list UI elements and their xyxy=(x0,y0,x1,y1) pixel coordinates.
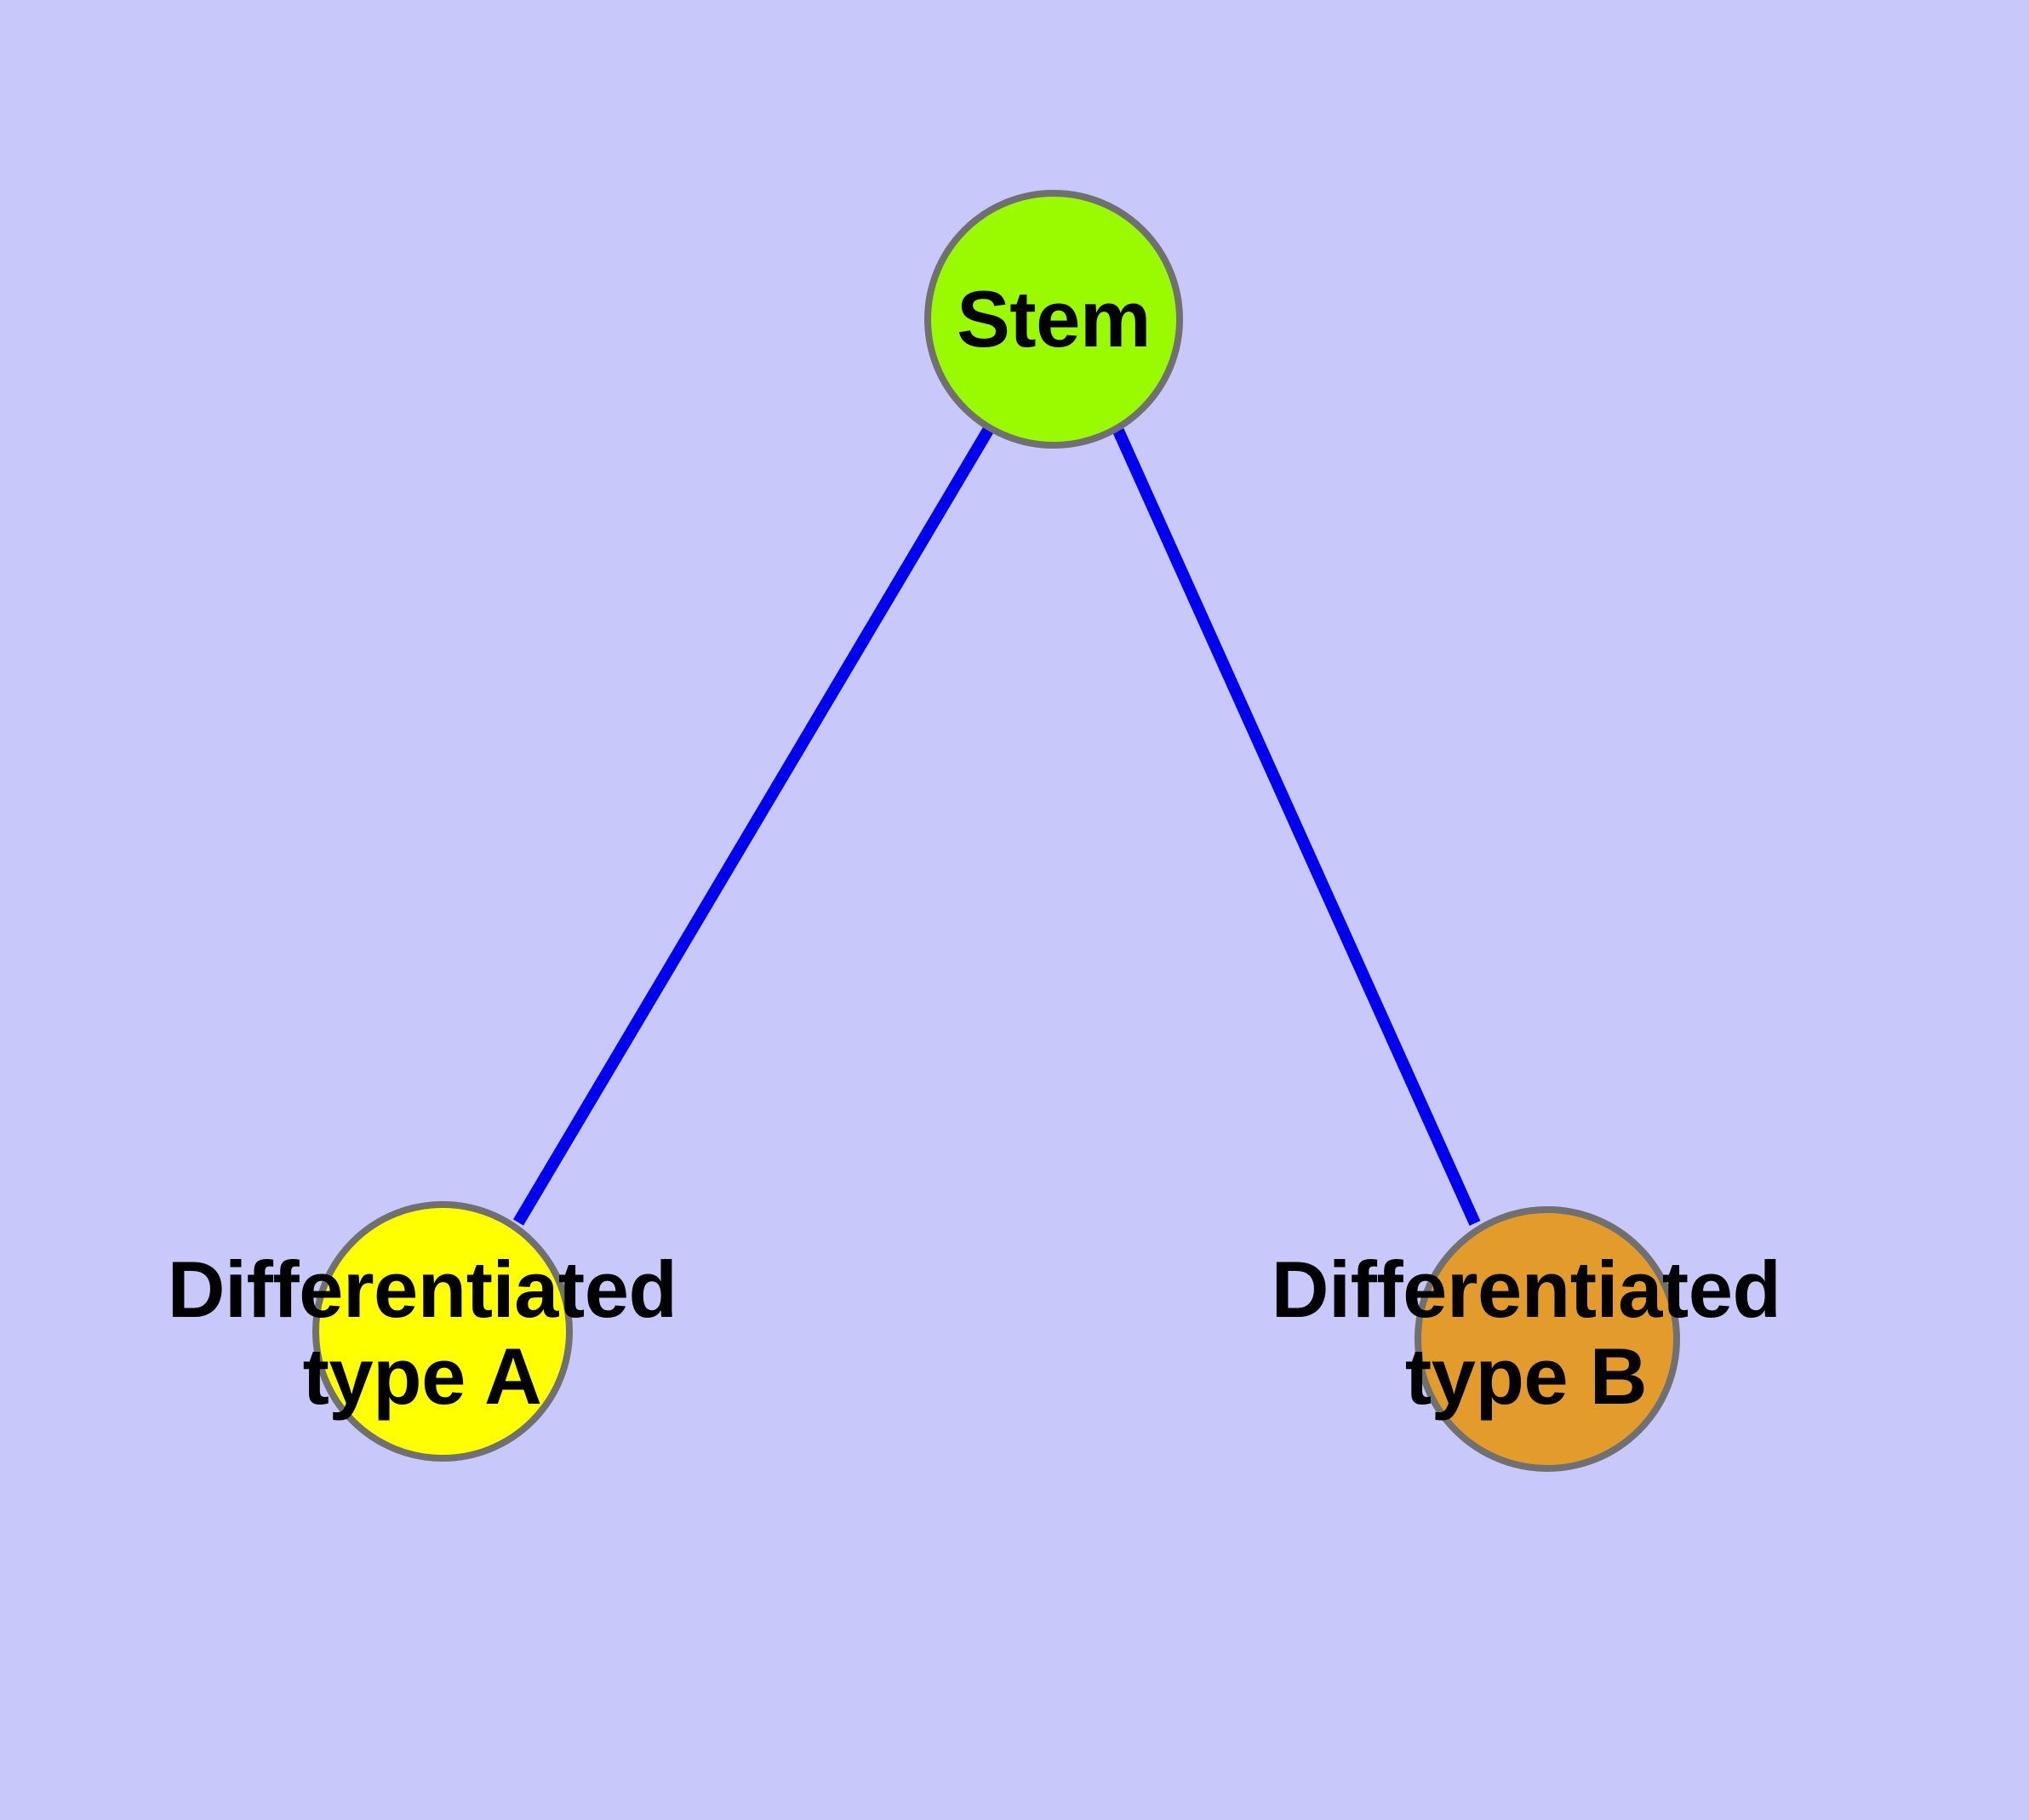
node-stem[interactable] xyxy=(924,190,1183,449)
node-differentiated-type-b[interactable] xyxy=(1415,1206,1680,1472)
node-layer xyxy=(312,190,1680,1472)
edge-stem-to-differentiated-type-a[interactable] xyxy=(512,424,996,1226)
edge-stem-to-differentiated-type-b[interactable] xyxy=(1112,428,1481,1226)
edge-layer xyxy=(512,424,1481,1226)
node-differentiated-type-a[interactable] xyxy=(312,1201,573,1462)
